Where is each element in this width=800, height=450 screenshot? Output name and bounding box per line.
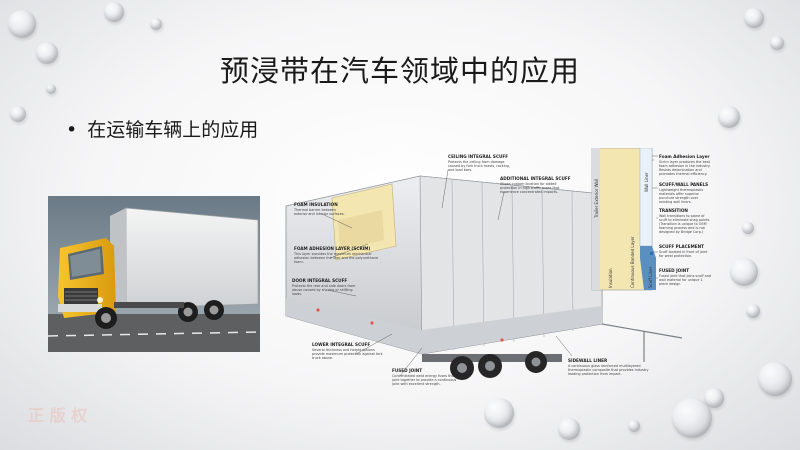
detail-fused-joint-body-box: Fused joint that joins scuff and wall ma… xyxy=(659,274,711,286)
callout-additional-scuff-body: Allows custom location for added protect… xyxy=(500,182,560,194)
detail-scuff-wall-body: Lightweight thermoplastic materials offe… xyxy=(659,188,704,204)
truck-illustration xyxy=(48,196,260,352)
callout-lower-scuff-body-box: Several thickness and height options pro… xyxy=(312,348,383,360)
watermark: 正 版 权 xyxy=(28,406,88,425)
callout-ceiling-scuff-body: Protects the ceiling from damage caused … xyxy=(448,160,510,172)
detail-scuff-placement-body-box: Scuff located in front of joint for weld… xyxy=(659,250,708,258)
trailer-diagram-svg: Trailer Exterior Wall Insulation Continu… xyxy=(285,147,711,386)
water-drop xyxy=(730,258,758,286)
vertical-label-insulation: Insulation xyxy=(608,268,613,288)
water-drop xyxy=(36,42,58,64)
water-drop xyxy=(746,304,760,318)
detail-adhesion-body-box: Scrim layer produces the best foam adhes… xyxy=(659,160,711,176)
callout-ceiling-scuff-body-box: Protects the ceiling from damage caused … xyxy=(448,160,510,172)
callout-adhesion-layer-body-box: This layer provides the maximum mechanic… xyxy=(294,252,379,264)
water-drop xyxy=(8,10,36,38)
water-drop xyxy=(10,106,26,122)
callout-door-scuff-body-box: Protects the rear and side doors from ab… xyxy=(292,284,356,296)
trailer-cutaway-diagram: Trailer Exterior Wall Insulation Continu… xyxy=(272,147,712,398)
callout-sidewall-liner-body: A continuous glass reinforced multilayer… xyxy=(568,364,649,376)
detail-scuff-wall-title: SCUFF/WALL PANELS xyxy=(659,182,708,187)
detail-fused-joint-title: FUSED JOINT xyxy=(659,268,689,273)
truck-photo xyxy=(48,196,260,352)
callout-fused-joint-body-box: Concentrated weld energy fuses the joint… xyxy=(392,374,457,386)
callout-lower-scuff-title: LOWER INTEGRAL SCUFF xyxy=(312,342,370,347)
callout-ceiling-scuff-title: CEILING INTEGRAL SCUFF xyxy=(448,154,508,159)
vertical-label-bonded-layer: Continuous Bonded Layer xyxy=(630,236,635,288)
callout-additional-scuff-body-box: Allows custom location for added protect… xyxy=(500,182,560,194)
callout-sidewall-liner-title: SIDEWALL LINER xyxy=(568,358,608,363)
detail-scuff-wall-body-box: Lightweight thermoplastic materials offe… xyxy=(659,188,704,204)
vertical-label-exterior-wall: Trailer Exterior Wall xyxy=(594,179,599,219)
water-drop xyxy=(704,388,724,408)
water-drop xyxy=(628,420,640,432)
callout-additional-scuff-title: ADDITIONAL INTEGRAL SCUFF xyxy=(500,176,571,181)
water-drop xyxy=(742,222,754,234)
water-drop xyxy=(744,8,764,28)
detail-scuff-placement-title: SCUFF PLACEMENT xyxy=(659,244,704,249)
callout-door-scuff-title: DOOR INTEGRAL SCUFF xyxy=(292,278,347,283)
callout-fused-joint-title: FUSED JOINT xyxy=(392,368,422,373)
water-drop xyxy=(758,362,792,396)
bullet-dot: • xyxy=(66,119,78,141)
bullet-text: 在运输车辆上的应用 xyxy=(87,119,259,141)
water-drop xyxy=(150,18,162,30)
water-drop xyxy=(718,106,740,128)
water-drop xyxy=(484,398,514,428)
detail-adhesion-title: Foam Adhesion Layer xyxy=(659,154,710,159)
detail-transition-title: TRANSITION xyxy=(659,208,688,213)
callout-foam-insulation-title: FOAM INSULATION xyxy=(294,202,338,207)
vertical-label-wall-liner: Wall Liner xyxy=(644,172,649,192)
detail-transition-body: Wall transitions to plane of scuff to el… xyxy=(659,214,711,234)
callout-foam-insulation-body-box: Thermal barrier between exterior and int… xyxy=(294,208,345,216)
vertical-label-scuff-liner: Scuff Liner xyxy=(648,266,653,288)
detail-adhesion-body: Scrim layer produces the best foam adhes… xyxy=(659,160,711,176)
water-drop xyxy=(672,398,712,438)
callout-lower-scuff-body: Several thickness and height options pro… xyxy=(312,348,383,360)
detail-transition-body-box: Wall transitions to plane of scuff to el… xyxy=(659,214,711,234)
slide-title: 预浸带在汽车领域中的应用 xyxy=(219,54,580,88)
callout-adhesion-layer-body: This layer provides the maximum mechanic… xyxy=(294,252,379,264)
water-drop xyxy=(558,418,580,440)
callout-door-scuff-body: Protects the rear and side doors from ab… xyxy=(292,284,356,296)
callout-sidewall-liner-body-box: A continuous glass reinforced multilayer… xyxy=(568,364,649,376)
detail-scuff-placement-body: Scuff located in front of joint for weld… xyxy=(659,250,708,258)
water-drop xyxy=(46,84,56,94)
callout-foam-insulation-body: Thermal barrier between exterior and int… xyxy=(294,208,345,216)
bullet-item: • 在运输车辆上的应用 xyxy=(66,115,258,142)
detail-fused-joint-body: Fused joint that joins scuff and wall ma… xyxy=(659,274,711,286)
water-drop xyxy=(104,2,124,22)
callout-fused-joint-body: Concentrated weld energy fuses the joint… xyxy=(392,374,457,386)
water-drop xyxy=(770,36,784,50)
callout-adhesion-layer-title: FOAM ADHESION LAYER (SCRIM) xyxy=(294,246,370,251)
